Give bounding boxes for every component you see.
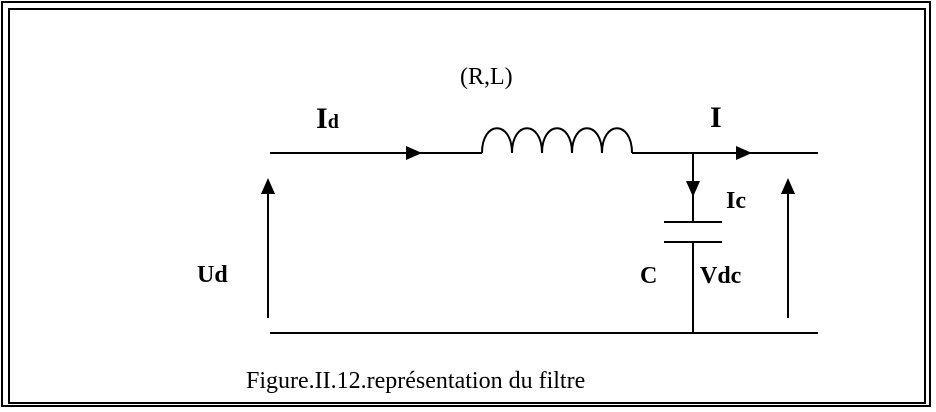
- output-current-label: I: [710, 101, 722, 134]
- capacitor-current-arrow: [686, 181, 700, 197]
- capacitor-current-label: Ic: [726, 188, 746, 214]
- inner-border: [8, 8, 926, 404]
- input-voltage-arrow-head: [261, 178, 275, 194]
- input-current-label: Id: [316, 102, 339, 135]
- capacitor-label: C: [640, 263, 657, 289]
- outer-border: [1, 1, 931, 407]
- output-current-arrow: [736, 146, 752, 160]
- inductor-coil: [481, 127, 633, 154]
- impedance-label: (R,L): [460, 64, 513, 90]
- output-voltage-arrow-head: [781, 178, 795, 194]
- input-current-arrow: [406, 146, 422, 160]
- input-voltage-label: Ud: [197, 262, 228, 288]
- capacitor-voltage-label: Vdc: [700, 263, 742, 289]
- figure-caption: Figure.II.12.représentation du filtre: [246, 368, 585, 394]
